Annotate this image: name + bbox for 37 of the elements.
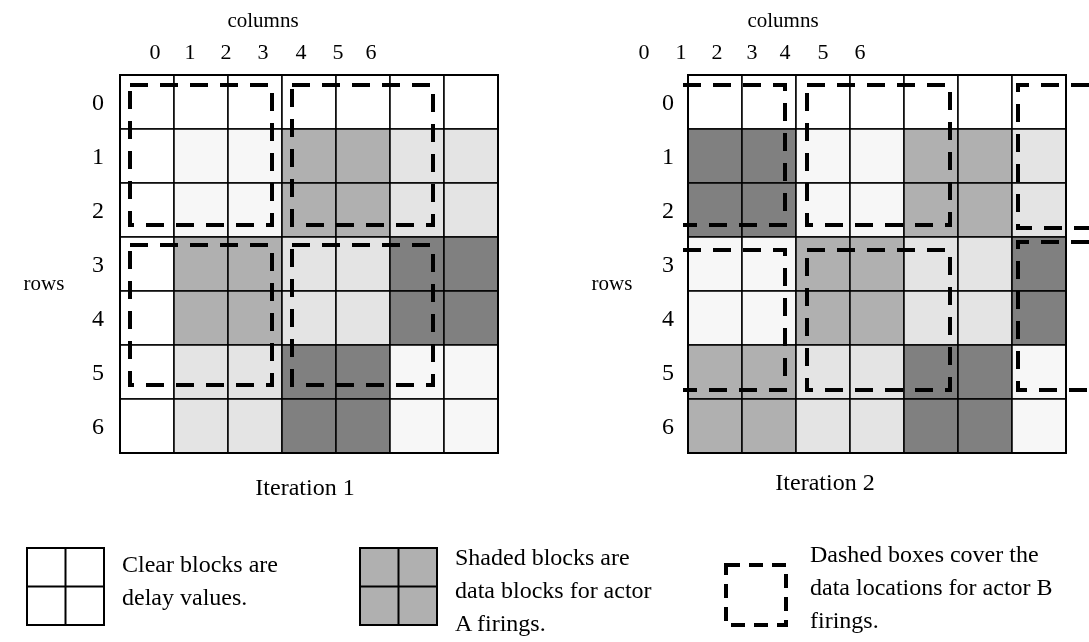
row-index: 5 bbox=[662, 360, 674, 384]
axis-title: columns bbox=[747, 9, 819, 31]
column-index: 1 bbox=[184, 41, 196, 63]
row-index: 5 bbox=[92, 360, 104, 384]
column-index: 0 bbox=[638, 41, 650, 63]
axis-title: rows bbox=[591, 272, 633, 294]
row-index: 6 bbox=[92, 414, 104, 438]
column-index: 5 bbox=[817, 41, 829, 63]
row-index: 6 bbox=[662, 414, 674, 438]
column-index: 3 bbox=[257, 41, 269, 63]
row-index: 2 bbox=[92, 198, 104, 222]
column-index: 4 bbox=[779, 41, 791, 63]
legend-text: Shaded blocks are data blocks for actor A firings. bbox=[455, 543, 653, 638]
column-index: 6 bbox=[854, 41, 866, 63]
column-index: 5 bbox=[332, 41, 344, 63]
column-index: 0 bbox=[149, 41, 161, 63]
row-index: 3 bbox=[662, 252, 674, 276]
column-index: 2 bbox=[220, 41, 232, 63]
column-index: 6 bbox=[365, 41, 377, 63]
row-index: 0 bbox=[662, 90, 674, 114]
panel-caption: Iteration 1 bbox=[255, 475, 355, 499]
row-index: 4 bbox=[662, 306, 674, 330]
row-index: 0 bbox=[92, 90, 104, 114]
legend-text: Dashed boxes cover the data locations for actor B firings. bbox=[810, 540, 1054, 635]
legend-text: Clear blocks are delay values. bbox=[122, 550, 279, 612]
column-index: 3 bbox=[746, 41, 758, 63]
row-index: 1 bbox=[662, 144, 674, 168]
axis-title: columns bbox=[227, 9, 299, 31]
column-index: 2 bbox=[711, 41, 723, 63]
panel-caption: Iteration 2 bbox=[775, 470, 875, 494]
row-index: 4 bbox=[92, 306, 104, 330]
row-index: 3 bbox=[92, 252, 104, 276]
column-index: 1 bbox=[675, 41, 687, 63]
column-index: 4 bbox=[295, 41, 307, 63]
row-index: 2 bbox=[662, 198, 674, 222]
axis-title: rows bbox=[23, 272, 65, 294]
row-index: 1 bbox=[92, 144, 104, 168]
